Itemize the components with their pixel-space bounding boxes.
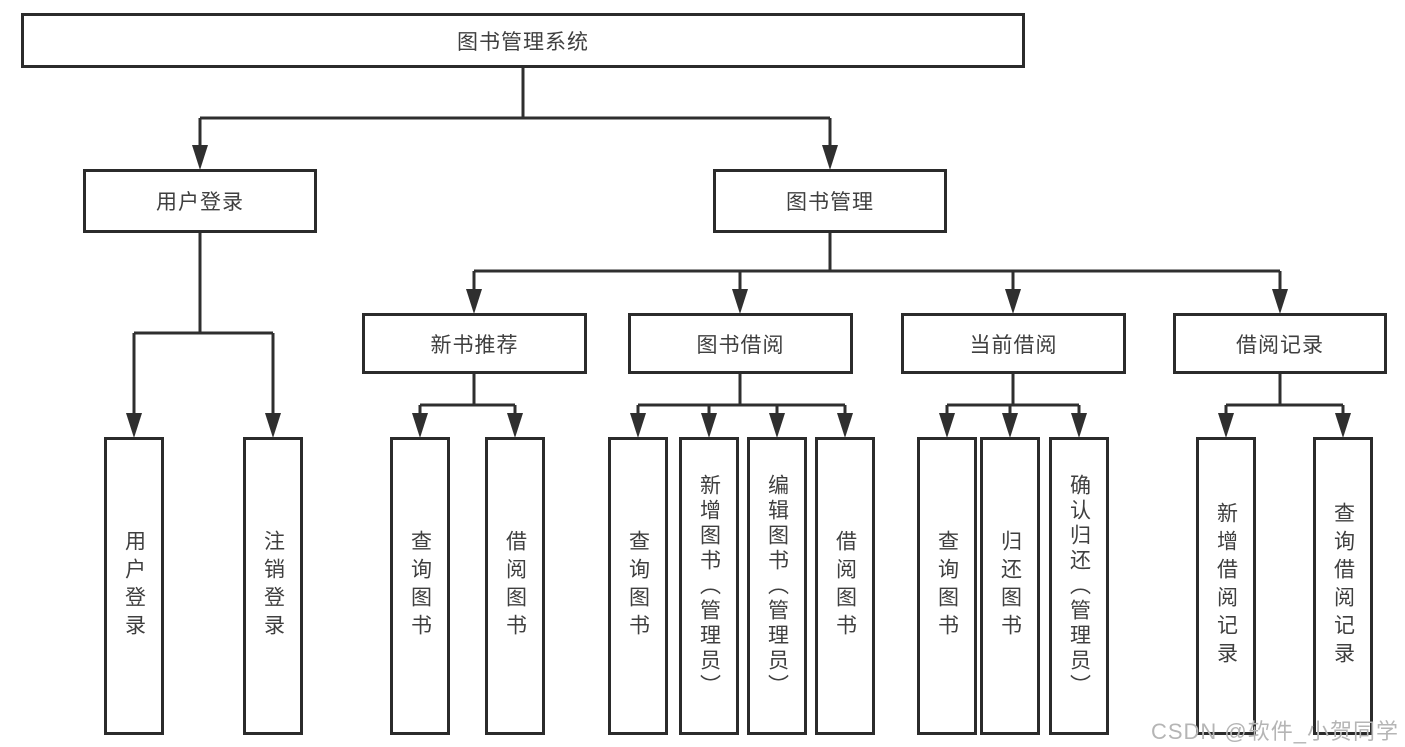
node-new-book-rec-label: 新书推荐: [430, 333, 519, 357]
leaf-edit-books-admin: 编辑图书（管理员）: [747, 437, 807, 735]
connector-borrow-records-branch: [1224, 372, 1345, 414]
node-borrow-records: 借阅记录: [1173, 313, 1387, 374]
leaf-logout: 注销登录: [243, 437, 303, 735]
node-new-book-rec: 新书推荐: [362, 313, 587, 374]
connector-user-login-branch: [132, 231, 275, 414]
connector-current-borrow-branch: [945, 372, 1081, 414]
connector-book-borrow-branch: [636, 372, 847, 414]
csdn-watermark: CSDN @软件_小贺同学: [1150, 719, 1399, 744]
connector-root-branch: [198, 66, 832, 146]
node-book-borrow-label: 图书借阅: [696, 333, 785, 357]
leaf-borrow-books: 借阅图书: [815, 437, 875, 735]
node-root: 图书管理系统: [21, 13, 1025, 68]
leaf-borrow-query-books: 查询图书: [608, 437, 668, 735]
node-current-borrow-label: 当前借阅: [969, 333, 1058, 357]
leaf-newrec-borrow-books: 借阅图书: [485, 437, 545, 735]
node-user-login: 用户登录: [83, 169, 317, 233]
connector-book-mgmt-branch: [472, 231, 1282, 290]
connector-new-book-branch: [418, 372, 517, 414]
node-book-mgmt-label: 图书管理: [786, 191, 874, 214]
node-root-label: 图书管理系统: [457, 30, 589, 54]
node-borrow-records-label: 借阅记录: [1236, 333, 1324, 357]
node-book-borrow: 图书借阅: [628, 313, 853, 374]
leaf-current-query-books: 查询图书: [917, 437, 977, 735]
node-current-borrow: 当前借阅: [901, 313, 1126, 374]
leaf-query-borrow-record: 查询借阅记录: [1313, 437, 1373, 735]
leaf-return-books: 归还图书: [980, 437, 1040, 735]
leaf-add-books-admin: 新增图书（管理员）: [679, 437, 739, 735]
leaf-add-borrow-record: 新增借阅记录: [1196, 437, 1256, 735]
leaf-confirm-return-admin: 确认归还（管理员）: [1049, 437, 1109, 735]
node-user-login-label: 用户登录: [156, 191, 244, 214]
leaf-user-login: 用户登录: [104, 437, 164, 735]
node-book-mgmt: 图书管理: [713, 169, 947, 233]
leaf-newrec-query-books: 查询图书: [390, 437, 450, 735]
